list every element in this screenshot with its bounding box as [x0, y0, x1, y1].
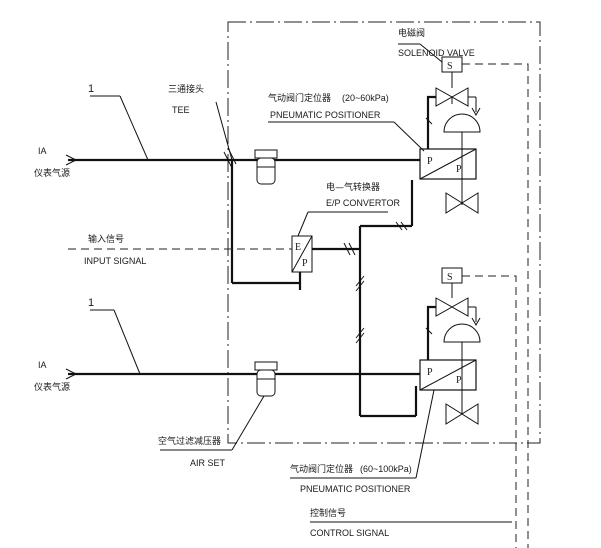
- positioner-bottom-cn-label: 气动阀门定位器: [290, 463, 353, 475]
- ep-top-letter: E: [295, 242, 301, 253]
- solenoid-bottom-letter: S: [447, 272, 453, 283]
- tee-en-label: TEE: [172, 105, 190, 115]
- positioner-bottom-en-label: PNEUMATIC POSITIONER: [300, 484, 411, 494]
- ep-en-label: E/P CONVERTOR: [326, 198, 401, 208]
- control-valve-icon: [445, 192, 479, 214]
- positioner-bottom-letter-2: P: [456, 375, 462, 386]
- positioner-bottom-range-label: (60~100kPa): [360, 464, 412, 474]
- ia-bottom-cn-label: 仪表气源: [34, 381, 70, 393]
- item-1-bottom-label: 1: [88, 297, 94, 309]
- positioner-bottom-letter-1: P: [427, 367, 433, 378]
- positioner-top-en-label: PNEUMATIC POSITIONER: [270, 110, 381, 120]
- control-en-label: CONTROL SIGNAL: [310, 528, 389, 538]
- control-valve-bottom-icon: [445, 403, 479, 425]
- top-supply-line: [65, 95, 420, 166]
- tee-junction: [215, 101, 292, 285]
- actuator-diaphragm-icon: [425, 95, 481, 205]
- solenoid-cn-label: 电磁阀: [398, 27, 425, 39]
- ia-top-label: IA: [38, 146, 47, 156]
- item-1-top-label: 1: [88, 83, 94, 95]
- actuator-diaphragm-bottom-icon: [425, 305, 481, 414]
- solenoid-top-letter: S: [447, 61, 453, 72]
- enclosure-boundary: [227, 21, 541, 444]
- ia-top-cn-label: 仪表气源: [34, 167, 70, 179]
- positioner-bottom-icon: [419, 359, 477, 391]
- input-en-label: INPUT SIGNAL: [84, 256, 146, 266]
- ia-bottom-label: IA: [38, 360, 47, 370]
- positioner-top-leader: [268, 121, 425, 152]
- input-cn-label: 输入信号: [88, 233, 124, 245]
- positioner-icon: [419, 148, 477, 180]
- airset-cn-label: 空气过滤减压器: [158, 435, 221, 447]
- air-set-icon: [160, 361, 278, 451]
- solenoid-top-leader: [398, 43, 443, 63]
- air-filter-icon: [254, 149, 278, 185]
- ep-bottom-letter: P: [302, 258, 308, 269]
- tee-cn-label: 三通接头: [168, 83, 204, 95]
- ep-cn-label: 电—气转换器: [326, 181, 380, 193]
- solenoid-en-label: SOLENOID VALVE: [398, 48, 475, 58]
- positioner-top-letter-2: P: [456, 164, 462, 175]
- ep-output-lines: [312, 180, 418, 418]
- airset-en-label: AIR SET: [190, 458, 226, 468]
- bottom-supply-line: [65, 309, 420, 380]
- positioner-top-range-label: (20~60kPa): [342, 93, 389, 103]
- positioner-top-cn-label: 气动阀门定位器: [268, 92, 331, 104]
- positioner-bottom-leader: [290, 389, 435, 479]
- control-cn-label: 控制信号: [310, 507, 346, 519]
- positioner-top-letter-1: P: [427, 156, 433, 167]
- ep-converter-icon: [291, 235, 313, 290]
- ep-leader: [297, 211, 388, 237]
